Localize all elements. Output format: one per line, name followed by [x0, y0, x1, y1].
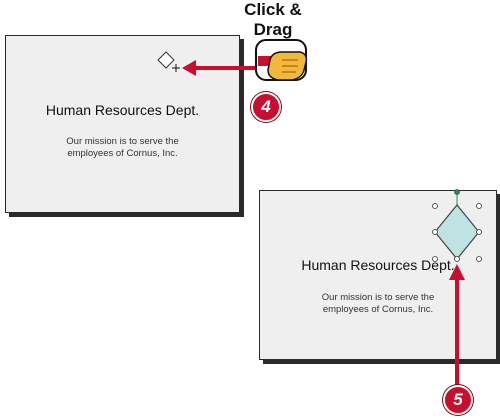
pointer-arrow-vertical	[449, 264, 465, 386]
slide-body-line-2: employees of Cornus, Inc.	[67, 148, 178, 159]
handle-bottom-left	[432, 256, 438, 262]
handle-top-left	[432, 203, 438, 209]
step-4-badge: 4	[251, 92, 281, 122]
selection-handles[interactable]	[432, 203, 482, 262]
click-drag-line-1: Click &	[244, 0, 302, 19]
click-drag-label: Click & Drag	[237, 0, 309, 40]
click-drag-line-2: Drag	[253, 20, 293, 39]
slide-before: Human Resources Dept. Our mission is to …	[5, 35, 240, 213]
drag-arrow-horizontal	[182, 60, 262, 76]
handle-top-right	[476, 203, 482, 209]
drawn-diamond-shape[interactable]	[434, 189, 480, 260]
slide-body-text: Our mission is to serve the employees of…	[260, 292, 496, 316]
slide-body-line-1: Our mission is to serve the	[321, 292, 435, 303]
slide-body-line-1: Our mission is to serve the	[66, 136, 179, 147]
slide-body-line-2: employees of Cornus, Inc.	[322, 304, 434, 315]
pointing-hand-icon	[267, 51, 308, 81]
handle-bottom-right	[476, 256, 482, 262]
handle-middle-left	[432, 229, 438, 235]
diamond-shape-tool-icon	[157, 51, 175, 69]
slide-title: Human Resources Dept.	[45, 102, 200, 118]
step-5-badge: 5	[443, 385, 473, 415]
slide-body-text: Our mission is to serve the employees of…	[6, 136, 239, 160]
handle-middle-right	[476, 229, 482, 235]
handle-bottom-center	[454, 256, 460, 262]
crosshair-cursor-icon	[172, 64, 180, 72]
slide-title: Human Resources Dept.	[301, 257, 455, 273]
